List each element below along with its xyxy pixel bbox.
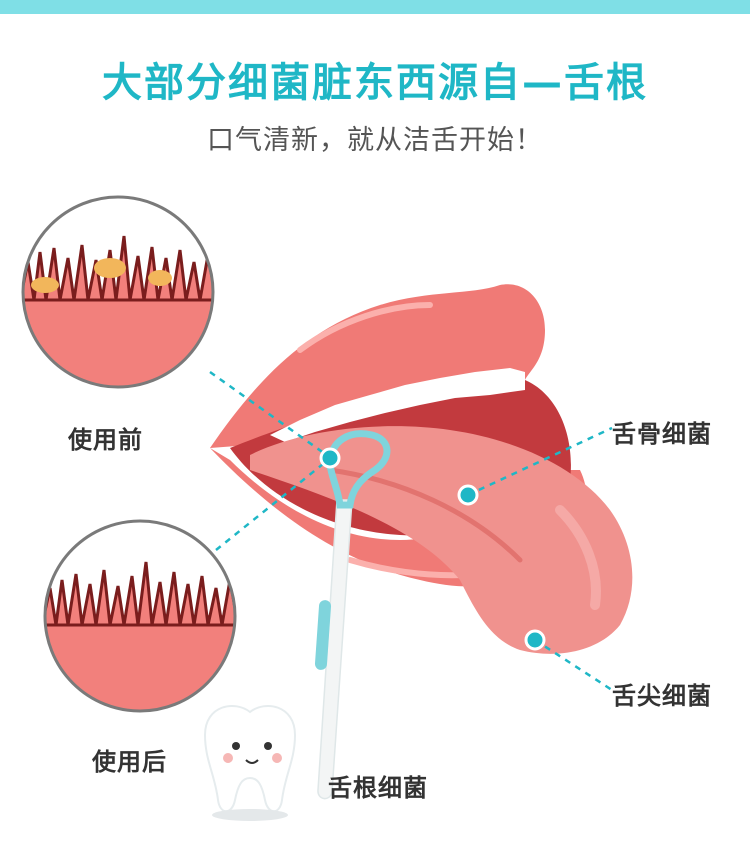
tongue-shine — [555, 505, 601, 610]
scraper-handle — [317, 499, 353, 800]
upper-lip-highlight — [297, 302, 433, 353]
page-title: 大部分细菌脏东西源自—舌根 — [102, 60, 648, 106]
tongue-groove — [327, 467, 523, 563]
top-decor-strip — [0, 0, 750, 14]
after-zoom-circle — [43, 519, 237, 713]
scraper-loop — [326, 430, 391, 509]
tooth-mascot-icon — [203, 704, 297, 821]
upper-teeth — [270, 368, 525, 442]
callout-lines — [209, 370, 613, 692]
dot-tongue-root — [319, 447, 341, 469]
dot-tongue-middle — [457, 484, 479, 506]
tongue-scraper — [314, 430, 391, 800]
tongue — [250, 426, 633, 654]
page-subtitle: 口气清新，就从洁舌开始！ — [207, 125, 543, 156]
label-before: 使用前 — [68, 426, 143, 454]
before-zoom-circle — [21, 195, 215, 389]
label-tongue-tip: 舌尖细菌 — [612, 682, 712, 710]
dot-tongue-tip — [524, 629, 546, 651]
label-tongue-root: 舌根细菌 — [328, 774, 428, 802]
upper-lip — [210, 284, 545, 448]
label-tongue-middle: 舌骨细菌 — [612, 420, 712, 448]
mouth-illustration — [210, 284, 633, 654]
scraper-grip — [314, 600, 332, 670]
label-after: 使用后 — [92, 748, 167, 776]
callout-dots — [319, 447, 546, 651]
